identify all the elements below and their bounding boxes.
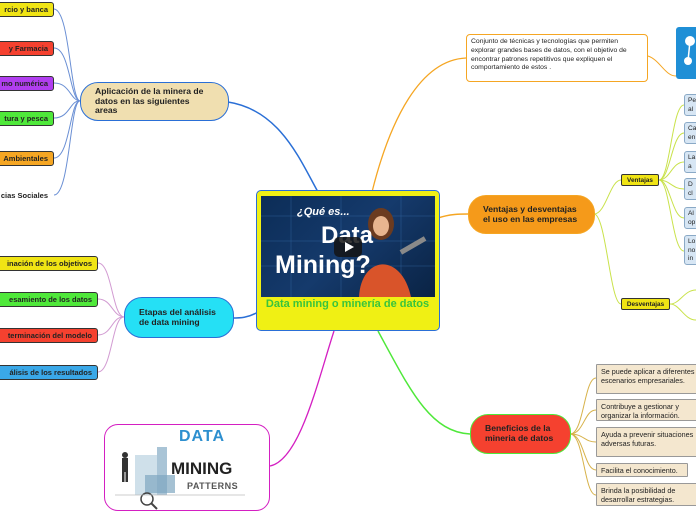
play-icon [345, 242, 354, 252]
video-thumbnail[interactable]: ¿Qué es... Data Mining? [261, 196, 435, 297]
play-button[interactable] [334, 237, 362, 257]
aplicacion-links [53, 8, 81, 196]
etapas-leaf-2[interactable]: esamiento de los datos [0, 292, 98, 307]
aplicacion-leaf-2[interactable]: y Farmacia [0, 41, 54, 56]
ventaja-item-1[interactable]: Pe al [684, 94, 696, 116]
etapas-links [97, 262, 125, 373]
ventajas-tag[interactable]: Ventajas [621, 174, 659, 186]
beneficio-item-2[interactable]: Contribuye a gestionar y organizar la in… [596, 399, 696, 421]
aplicacion-leaf-4[interactable]: tura y pesca [0, 111, 54, 126]
beneficios-node[interactable]: Beneficios de la mineria de datos [470, 414, 571, 454]
ventaja-item-6[interactable]: Lo no in [684, 235, 696, 265]
link-center-definition [371, 57, 467, 193]
ventaja-item-3[interactable]: La a [684, 151, 696, 173]
beneficio-item-3[interactable]: Ayuda a prevenir situaciones adversas fu… [596, 427, 696, 457]
etapas-leaf-1[interactable]: inación de los objetivos [0, 256, 98, 271]
link-center-ventajas [437, 213, 469, 219]
image-word-data: DATA [179, 428, 226, 445]
image-word-patterns: PATTERNS [187, 481, 239, 491]
video-background-pattern [261, 196, 435, 297]
etapas-node[interactable]: Etapas del análisis de data mining [124, 297, 234, 338]
link-center-beneficios [377, 330, 471, 435]
aplicacion-leaf-6[interactable]: cias Sociales [0, 188, 54, 203]
image-word-mining: MINING [171, 459, 233, 478]
beneficio-item-5[interactable]: Brinda la posibilidad de desarrollar est… [596, 483, 696, 506]
etapas-leaf-3[interactable]: terminación del modelo [0, 328, 98, 343]
central-topic[interactable]: ¿Qué es... Data Mining? Data mining o mi… [256, 190, 440, 331]
link-center-etapas [231, 311, 259, 319]
aplicacion-leaf-1[interactable]: rcio y banca [0, 2, 54, 17]
ventaja-item-5[interactable]: Al op [684, 207, 696, 229]
beneficio-item-1[interactable]: Se puede aplicar a diferentes escenarios… [596, 364, 696, 394]
beneficio-item-4[interactable]: Facilita el conocimiento. [596, 463, 688, 477]
aplicacion-leaf-3[interactable]: mo numérica [0, 76, 54, 91]
desventajas-tag[interactable]: Desventajas [621, 298, 670, 310]
definition-box[interactable]: Conjunto de técnicas y tecnologías que p… [466, 34, 648, 82]
ventajas-desventajas-node[interactable]: Ventajas y desventajas el uso en las emp… [468, 195, 595, 234]
ventaja-item-4[interactable]: D cl [684, 178, 696, 200]
presenter-figure [359, 208, 427, 297]
central-title: Data mining o minería de datos [265, 298, 430, 310]
link-center-image [269, 330, 335, 467]
ventajas-links [593, 104, 696, 321]
video-text-1: ¿Qué es... [297, 206, 350, 218]
link-center-aplicacion [227, 101, 319, 193]
data-mining-illustration [115, 447, 245, 510]
magnifier-icon [140, 492, 158, 510]
person-figure [122, 452, 128, 482]
link-definition-image [647, 55, 677, 77]
aplicacion-leaf-5[interactable]: Ambientales [0, 151, 54, 166]
definition-image [676, 27, 696, 79]
ventaja-item-2[interactable]: Ca en [684, 122, 696, 144]
etapas-leaf-4[interactable]: álisis de los resultados [0, 365, 98, 380]
aplicacion-node[interactable]: Aplicación de la minera de datos en las … [80, 82, 229, 121]
data-mining-image[interactable]: DATA MINING PATTERNS [104, 424, 270, 511]
beneficios-links [569, 377, 597, 496]
network-icon [684, 36, 695, 65]
